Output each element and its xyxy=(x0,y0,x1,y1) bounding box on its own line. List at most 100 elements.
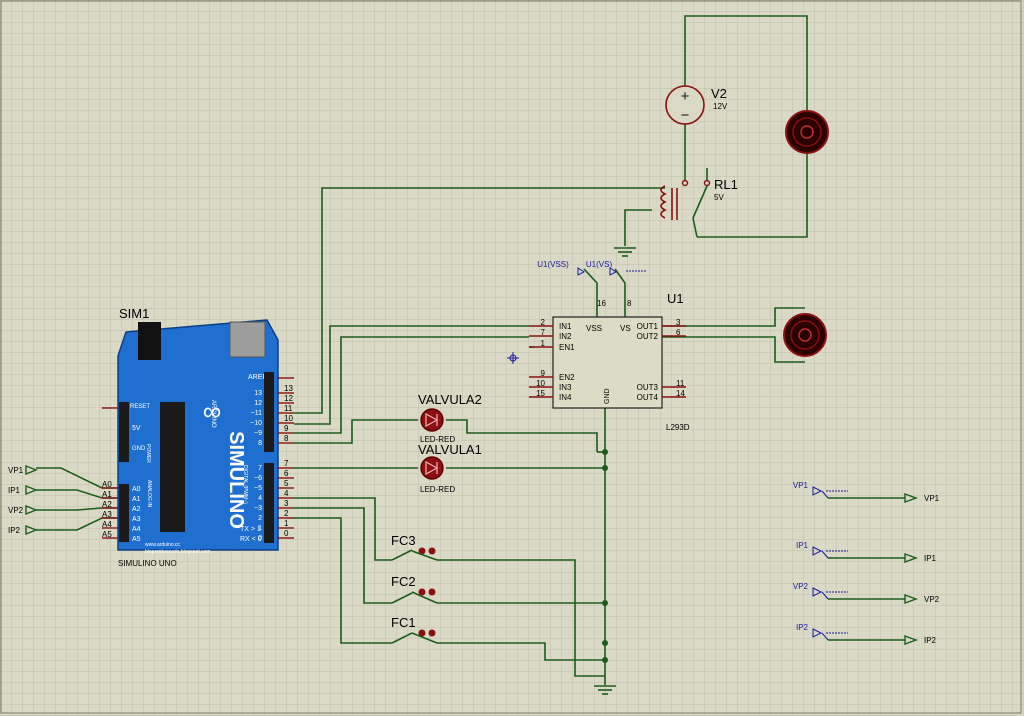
wires xyxy=(36,15,905,685)
terminal-arrow-icon[interactable] xyxy=(904,635,919,645)
switch-fc2[interactable]: FC2 xyxy=(391,574,438,604)
terminal-label: VP1 xyxy=(924,494,940,503)
terminal-arrow-icon[interactable] xyxy=(904,594,919,604)
junction-dots xyxy=(602,449,608,663)
arduino-pin-number: 7 xyxy=(284,459,289,468)
arduino-logo-icon: ∞ xyxy=(203,396,222,426)
switch-fc3[interactable]: FC3 xyxy=(391,533,438,561)
ground-icon xyxy=(594,685,616,695)
analog-wire-label: A5 xyxy=(102,530,112,539)
valvula2-part: LED-RED xyxy=(420,435,455,444)
u1-pin-number: 9 xyxy=(541,369,546,378)
terminal-arrow-icon[interactable] xyxy=(25,464,38,476)
terminal-label: IP2 xyxy=(8,526,21,535)
arduino-pin-name: 8 xyxy=(258,440,262,447)
terminal-arrow-icon[interactable] xyxy=(25,504,38,516)
arduino-pin-name: 0 xyxy=(258,535,262,542)
arduino-pin-number: 8 xyxy=(284,434,289,443)
u1-vs-net-label: U1(VS) xyxy=(586,260,613,269)
arduino-pin-name: ~3 xyxy=(254,505,262,512)
probe-lead xyxy=(821,591,829,600)
relay-rl1[interactable]: RL1 5V xyxy=(660,168,738,238)
u1-pin-number: 15 xyxy=(536,389,545,398)
arduino-pin-name: ~10 xyxy=(250,420,262,427)
arduino-analog-name: A3 xyxy=(132,516,141,523)
board-power: POWER xyxy=(145,444,151,463)
arduino-pin-number: 0 xyxy=(284,529,289,538)
rl1-ref: RL1 xyxy=(714,177,738,192)
arduino-digital-pins: 13131212~1111~1010~998877~66~5544~332211… xyxy=(250,384,294,542)
u1-pin-name: OUT1 xyxy=(637,322,659,331)
terminal-arrow-icon[interactable] xyxy=(904,493,919,503)
fc2-label: FC2 xyxy=(391,574,416,589)
terminal-arrow-icon[interactable] xyxy=(904,553,919,563)
simulino-uno-board[interactable]: SIM1 SIMULINO UNO SIMULINO ∞ ARDUINO ARE… xyxy=(102,306,294,568)
arduino-pin-number: 12 xyxy=(284,394,293,403)
u1-ref: U1 xyxy=(667,291,684,306)
fc3-label: FC3 xyxy=(391,533,416,548)
arduino-pin-name: ~9 xyxy=(254,430,262,437)
motor-icon[interactable] xyxy=(783,313,827,357)
probe-arrow-icon xyxy=(812,628,823,638)
arduino-analog-name: A5 xyxy=(132,536,141,543)
arduino-pin-number: 10 xyxy=(284,414,293,423)
arduino-pin-number: 13 xyxy=(284,384,293,393)
arduino-pin-number: 9 xyxy=(284,424,289,433)
u1-pin-number: 1 xyxy=(541,339,546,348)
probe-arrow-icon xyxy=(812,486,823,496)
analog-wire-label: A3 xyxy=(102,510,112,519)
v2-value: 12V xyxy=(713,102,728,111)
probe-arrow-icon xyxy=(812,546,823,556)
arduino-pin-name: 13 xyxy=(254,390,262,397)
arduino-pin-number: 11 xyxy=(284,404,293,413)
terminal-label: VP1 xyxy=(8,466,24,475)
arduino-pin-number: 3 xyxy=(284,499,289,508)
analog-wire-label: A2 xyxy=(102,500,112,509)
arduino-pin-name: ~5 xyxy=(254,485,262,492)
led-valvula1[interactable]: VALVULA1 LED-RED xyxy=(418,442,482,494)
terminal-label: IP1 xyxy=(8,486,21,495)
u1-vs-label: VS xyxy=(620,324,631,333)
valvula1-part: LED-RED xyxy=(420,485,455,494)
u1-vss-net-label: U1(VSS) xyxy=(537,260,569,269)
v2-dc-source[interactable]: + − V2 12V xyxy=(665,85,728,125)
arduino-pin-name: ~6 xyxy=(254,475,262,482)
analog-wire-label: A1 xyxy=(102,490,112,499)
u1-pin-name: OUT2 xyxy=(637,332,659,341)
terminal-arrow-icon[interactable] xyxy=(25,484,38,496)
u1-pin-number: 6 xyxy=(676,328,681,337)
probe-label: VP2 xyxy=(793,582,809,591)
arduino-analog-name: A2 xyxy=(132,506,141,513)
probe-label: IP1 xyxy=(796,541,809,550)
arduino-pin-name: 1 xyxy=(258,525,262,532)
terminal-arrow-icon[interactable] xyxy=(25,524,38,536)
board-arduino-label: ARDUINO xyxy=(210,400,216,428)
motor-icon[interactable] xyxy=(785,110,829,154)
board-url2: blogembarcado.blogspot.com xyxy=(145,549,211,555)
analog-wire-label: A0 xyxy=(102,480,112,489)
analog-wire-label: A4 xyxy=(102,520,112,529)
u1-pin-name: IN4 xyxy=(559,393,572,402)
led-valvula2[interactable]: VALVULA2 LED-RED xyxy=(418,392,482,444)
probe-label: IP2 xyxy=(796,623,809,632)
switch-fc1[interactable]: FC1 xyxy=(391,615,438,644)
board-aref: AREF xyxy=(248,374,267,381)
u1-pin-number: 7 xyxy=(541,328,546,337)
probe-label: VP1 xyxy=(793,481,809,490)
sim1-ref: SIM1 xyxy=(119,306,149,321)
u1-part: L293D xyxy=(666,423,690,432)
probe-lead xyxy=(821,550,829,559)
arduino-pin-number: 6 xyxy=(284,469,289,478)
arduino-analog-name: A4 xyxy=(132,526,141,533)
u1-pin-number: 10 xyxy=(536,379,545,388)
board-gnd: GND xyxy=(132,446,146,452)
u1-pin-name: EN2 xyxy=(559,373,575,382)
u1-pin-number: 11 xyxy=(676,379,685,388)
